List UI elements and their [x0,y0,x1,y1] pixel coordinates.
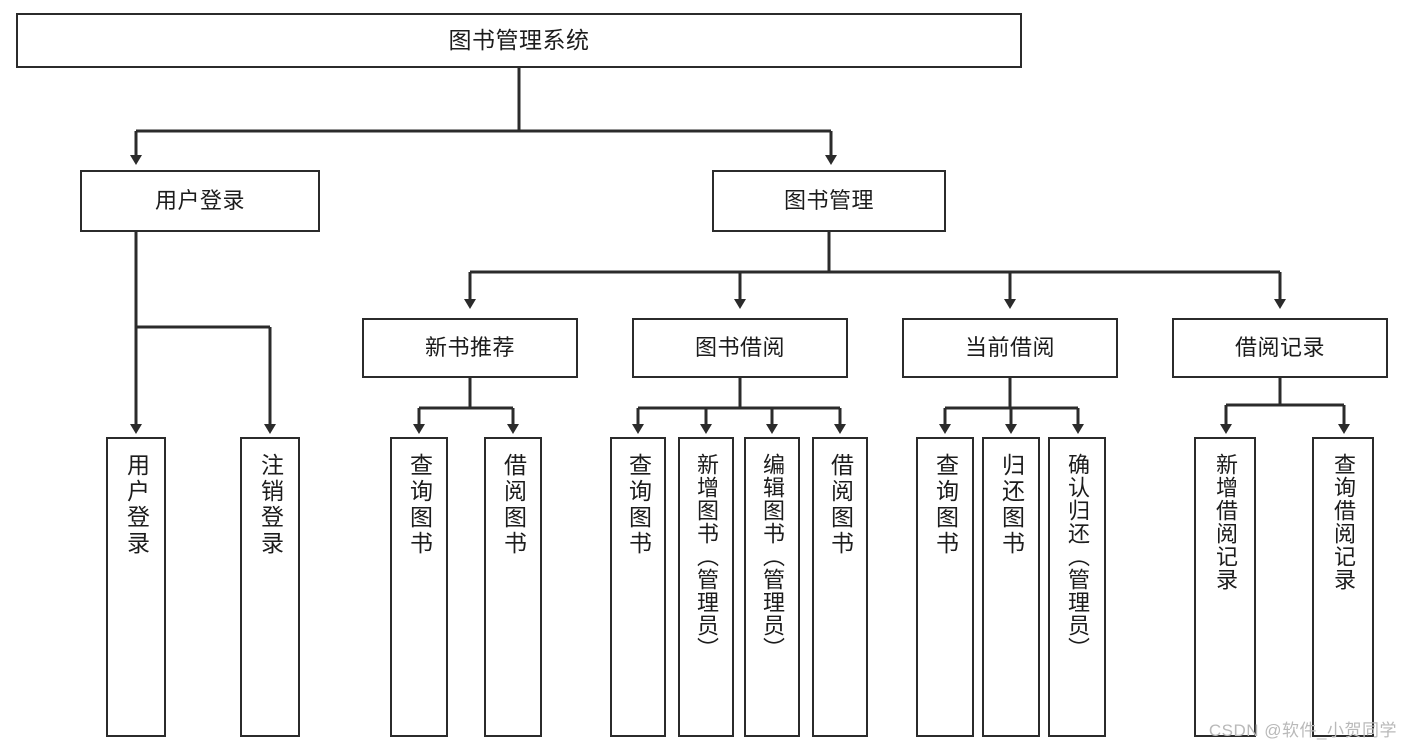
leaf-records-query-record-label: 查询借阅记录 [1331,453,1356,591]
node-book-borrow-label: 图书借阅 [694,335,785,361]
leaf-current-confirm-return[interactable]: 确认归还（管理员） [1048,437,1106,737]
leaf-borrow-add-book[interactable]: 新增图书（管理员） [678,437,734,737]
leaf-user-login-logout[interactable]: 注销登录 [240,437,300,737]
leaf-current-query-book[interactable]: 查询图书 [916,437,974,737]
leaf-new-book-query[interactable]: 查询图书 [390,437,448,737]
leaf-user-login-login-label: 用户登录 [123,453,150,557]
leaf-borrow-add-book-label: 新增图书（管理员） [694,453,719,660]
node-book-borrow[interactable]: 图书借阅 [632,318,848,378]
leaf-current-return-book-label: 归还图书 [998,453,1025,557]
leaf-current-query-book-label: 查询图书 [932,453,959,557]
node-root-label: 图书管理系统 [448,26,590,53]
leaf-borrow-borrow-book[interactable]: 借阅图书 [812,437,868,737]
leaf-current-confirm-return-label: 确认归还（管理员） [1065,453,1090,660]
leaf-borrow-edit-book-label: 编辑图书（管理员） [760,453,785,660]
node-book-management-label: 图书管理 [783,188,874,214]
leaf-borrow-query-book[interactable]: 查询图书 [610,437,666,737]
node-current-borrow-label: 当前借阅 [964,335,1055,361]
leaf-new-book-borrow-label: 借阅图书 [500,453,527,557]
leaf-new-book-query-label: 查询图书 [406,453,433,557]
leaf-records-add-record[interactable]: 新增借阅记录 [1194,437,1256,737]
leaf-records-add-record-label: 新增借阅记录 [1213,453,1238,591]
node-user-login-label: 用户登录 [154,188,245,214]
watermark: CSDN @软件_小贺同学 [1208,721,1397,740]
node-borrow-records[interactable]: 借阅记录 [1172,318,1388,378]
node-book-management[interactable]: 图书管理 [712,170,946,232]
leaf-user-login-login[interactable]: 用户登录 [106,437,166,737]
node-current-borrow[interactable]: 当前借阅 [902,318,1118,378]
leaf-user-login-logout-label: 注销登录 [257,453,284,557]
leaf-borrow-query-book-label: 查询图书 [625,453,652,557]
node-new-book-recommend-label: 新书推荐 [424,335,515,361]
leaf-records-query-record[interactable]: 查询借阅记录 [1312,437,1374,737]
leaf-current-return-book[interactable]: 归还图书 [982,437,1040,737]
leaf-new-book-borrow[interactable]: 借阅图书 [484,437,542,737]
leaf-borrow-edit-book[interactable]: 编辑图书（管理员） [744,437,800,737]
node-user-login[interactable]: 用户登录 [80,170,320,232]
node-new-book-recommend[interactable]: 新书推荐 [362,318,578,378]
leaf-borrow-borrow-book-label: 借阅图书 [827,453,854,557]
node-borrow-records-label: 借阅记录 [1234,335,1325,361]
node-root[interactable]: 图书管理系统 [16,13,1022,68]
